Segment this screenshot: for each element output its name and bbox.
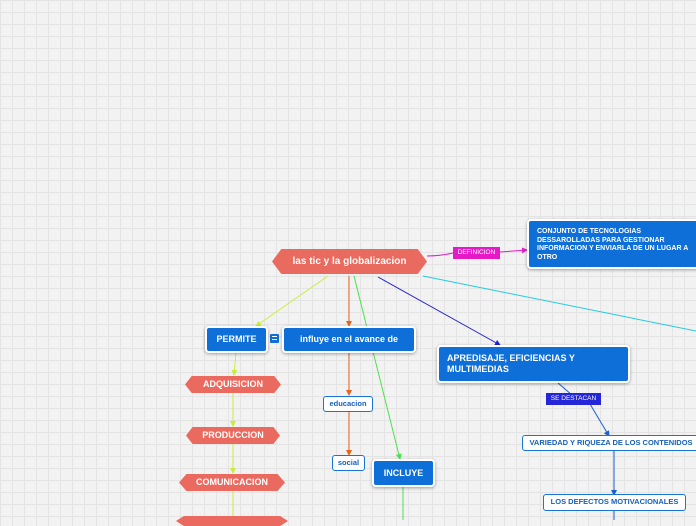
apredisaje-node[interactable]: APREDISAJE, EFICIENCIAS Y MULTIMEDIAS [437,345,630,383]
menu-icon[interactable] [270,334,279,343]
line-definicion [426,252,454,257]
definition-node[interactable]: CONJUNTO DE TECNOLOGIAS DESSAROLLADAS PA… [527,219,696,269]
variedad-node[interactable]: VARIEDAD Y RIQUEZA DE LOS CONTENIDOS [522,435,696,451]
line-apredisaje [377,276,501,346]
line-definicion-end [499,247,528,254]
influye-node[interactable]: influye en el avance de [282,326,416,353]
permite-node[interactable]: PERMITE [205,326,268,353]
comunicacion-node[interactable]: COMUNICACION [179,474,285,491]
educacion-node[interactable]: educacion [323,396,373,412]
line-variedad [589,403,610,437]
link-label-definicion[interactable]: DEFINICION [453,247,500,259]
line-permite [255,275,329,327]
line-cyan [422,275,696,332]
produccion-node[interactable]: PRODUCCION [186,427,280,444]
line-adquisicion [231,351,238,376]
incluye-node[interactable]: INCLUYE [372,459,435,487]
adquisicion-node[interactable]: ADQUISICION [185,376,281,393]
link-label-se-destacan[interactable]: SE DESTACAN [546,393,601,405]
social-node[interactable]: social [332,455,365,471]
line-incluye [353,275,402,460]
defectos-node[interactable]: LOS DEFECTOS MOTIVACIONALES [543,494,686,511]
central-topic[interactable]: las tic y la globalizacion [272,249,427,274]
partial-bottom-node[interactable] [176,516,288,526]
